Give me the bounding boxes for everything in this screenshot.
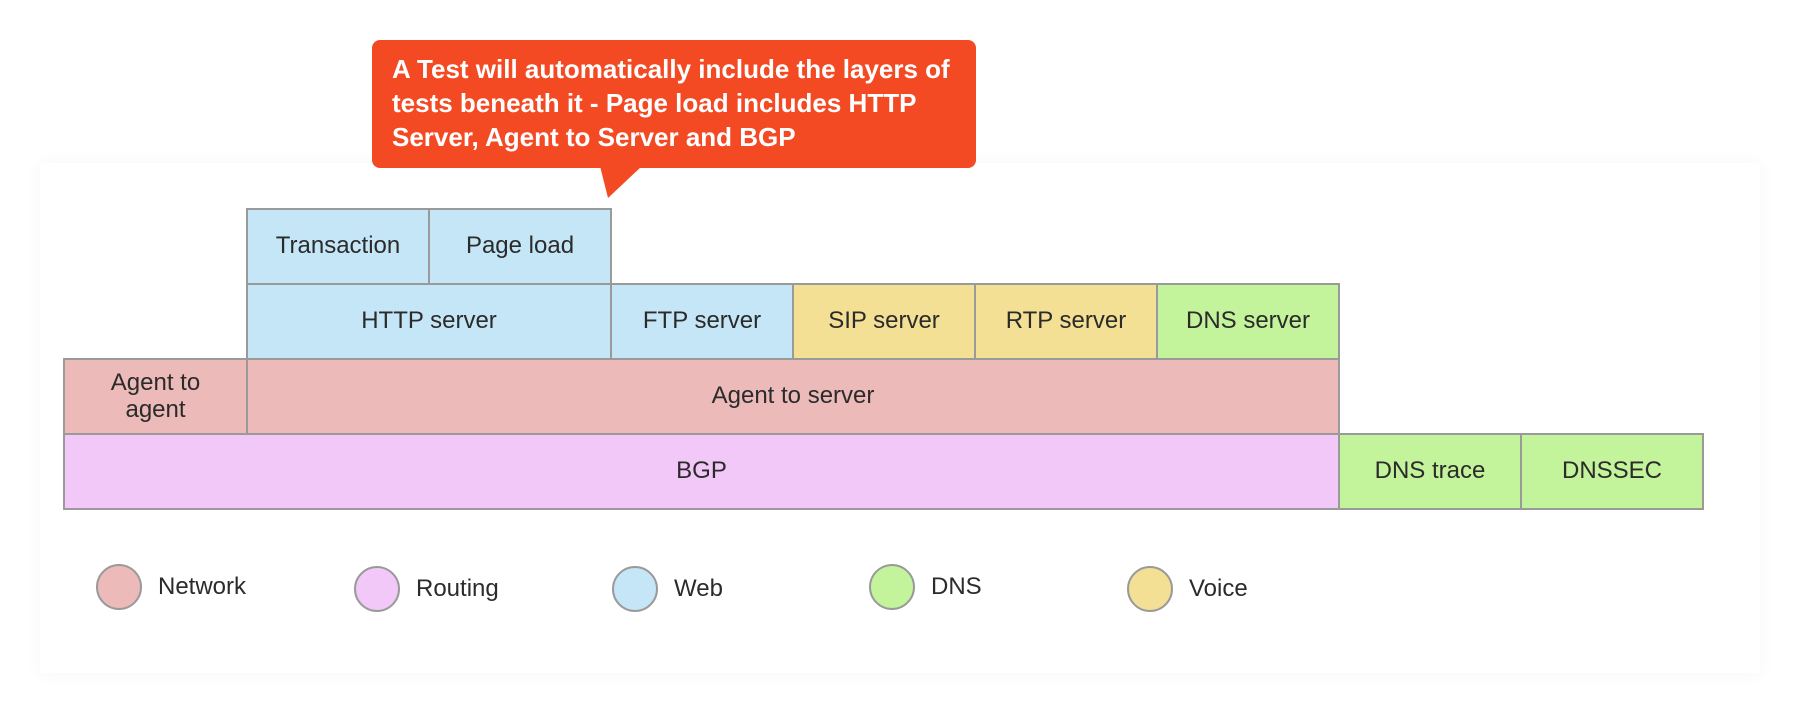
dns-trace-label: DNS trace	[1374, 457, 1486, 485]
legend-web-label: Web	[674, 575, 723, 602]
rtp-server-label: RTP server	[1005, 307, 1127, 335]
dns-server-label: DNS server	[1185, 307, 1311, 335]
ftp-server-block: FTP server	[610, 283, 794, 360]
dns-swatch	[869, 564, 915, 610]
legend-voice: Voice	[1127, 566, 1248, 612]
bgp-block: BGP	[63, 433, 1340, 510]
legend-network-label: Network	[158, 573, 247, 600]
web-swatch	[612, 566, 658, 612]
transaction-block: Transaction	[246, 208, 430, 285]
dns-server-block: DNS server	[1156, 283, 1340, 360]
ftp-server-label: FTP server	[642, 307, 762, 335]
http-server-label: HTTP server	[361, 307, 497, 335]
sip-server-label: SIP server	[828, 307, 940, 335]
http-server-block: HTTP server	[246, 283, 612, 360]
legend-routing: Routing	[354, 566, 499, 612]
agent-to-agent-block: Agent to agent	[63, 358, 248, 435]
voice-swatch	[1127, 566, 1173, 612]
agent-to-server-block: Agent to server	[246, 358, 1340, 435]
page-load-block: Page load	[428, 208, 612, 285]
legend-web: Web	[612, 566, 723, 612]
page-load-label: Page load	[465, 232, 575, 260]
legend-dns-label: DNS	[931, 573, 982, 600]
legend-voice-label: Voice	[1189, 575, 1248, 602]
transaction-label: Transaction	[275, 232, 401, 260]
dns-trace-block: DNS trace	[1338, 433, 1522, 510]
agent-to-agent-label: Agent to agent	[110, 368, 201, 423]
rtp-server-block: RTP server	[974, 283, 1158, 360]
bgp-label: BGP	[676, 457, 727, 485]
callout-pointer	[600, 166, 642, 198]
dnssec-block: DNSSEC	[1520, 433, 1704, 510]
callout-annotation: A Test will automatically include the la…	[372, 40, 976, 168]
dnssec-label: DNSSEC	[1561, 457, 1663, 485]
network-swatch	[96, 564, 142, 610]
legend-network: Network	[96, 564, 246, 610]
legend-routing-label: Routing	[416, 575, 499, 602]
sip-server-block: SIP server	[792, 283, 976, 360]
callout-text: A Test will automatically include the la…	[392, 54, 950, 152]
routing-swatch	[354, 566, 400, 612]
agent-to-server-label: Agent to server	[711, 382, 875, 410]
legend-dns: DNS	[869, 564, 982, 610]
